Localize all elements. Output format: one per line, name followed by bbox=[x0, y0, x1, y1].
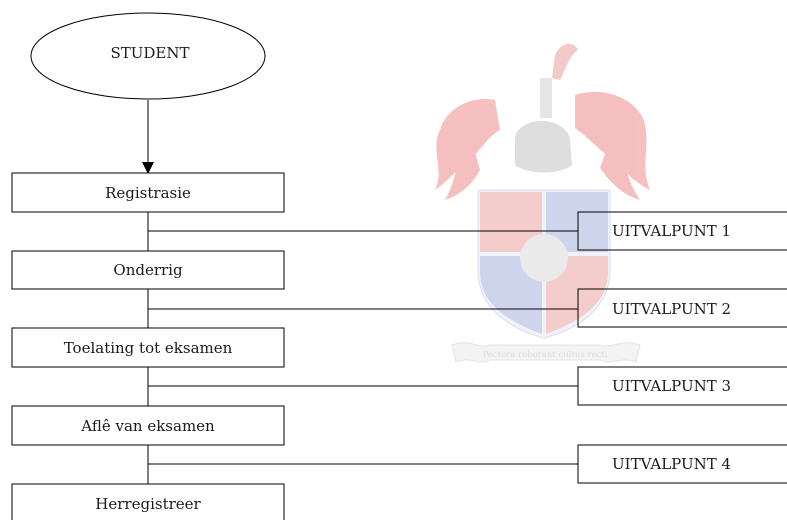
exit-box-3 bbox=[577, 366, 787, 406]
helmet bbox=[515, 120, 572, 173]
exit-label-4: UITVALPUNT 4 bbox=[612, 455, 731, 473]
exit-label-3: UITVALPUNT 3 bbox=[612, 377, 731, 395]
mantling-left bbox=[435, 99, 500, 200]
step-box-afle bbox=[11, 405, 285, 446]
step-label-toelating: Toelating tot eksamen bbox=[64, 339, 233, 357]
step-label-onderrig: Onderrig bbox=[113, 261, 183, 279]
step-box-onderrig bbox=[11, 250, 285, 290]
start-label: STUDENT bbox=[110, 44, 189, 62]
motto-scroll bbox=[451, 342, 641, 363]
exit-box-1 bbox=[577, 211, 787, 251]
step-box-registrasie bbox=[11, 172, 285, 213]
crest-motto: Pectora roborant cultus recti bbox=[483, 350, 608, 360]
exit-box-2 bbox=[577, 288, 787, 328]
mantling-right bbox=[575, 91, 650, 200]
crest-watermark: Pectora roborant cultus recti bbox=[435, 43, 650, 363]
crest-torch bbox=[552, 43, 578, 80]
shield-q4 bbox=[546, 256, 608, 334]
exit-label-1: UITVALPUNT 1 bbox=[612, 222, 731, 240]
step-label-registrasie: Registrasie bbox=[105, 184, 191, 202]
exit-box-4 bbox=[577, 444, 787, 484]
step-box-toelating bbox=[11, 327, 285, 368]
start-ellipse bbox=[30, 12, 266, 100]
shield-q3 bbox=[480, 256, 542, 334]
step-label-herregistreer: Herregistreer bbox=[95, 495, 201, 513]
step-box-herregistreer bbox=[11, 483, 285, 520]
exit-label-2: UITVALPUNT 2 bbox=[612, 300, 731, 318]
shield-centre bbox=[520, 234, 568, 282]
step-label-afle: Aflê van eksamen bbox=[80, 417, 215, 435]
crest-handle bbox=[540, 78, 552, 118]
